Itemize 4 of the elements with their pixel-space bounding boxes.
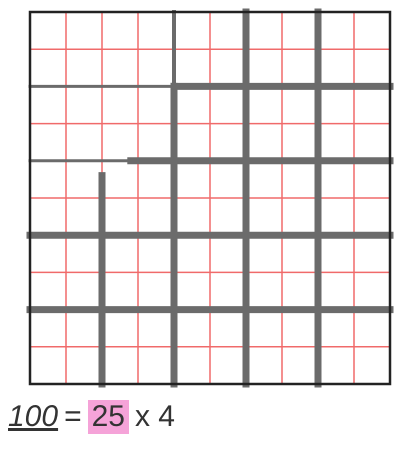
highlighted-number: 25 — [88, 400, 129, 434]
multiplier-label: x 4 — [134, 400, 175, 434]
equals-sign: = — [64, 400, 82, 434]
number-label: 100 — [8, 400, 58, 434]
